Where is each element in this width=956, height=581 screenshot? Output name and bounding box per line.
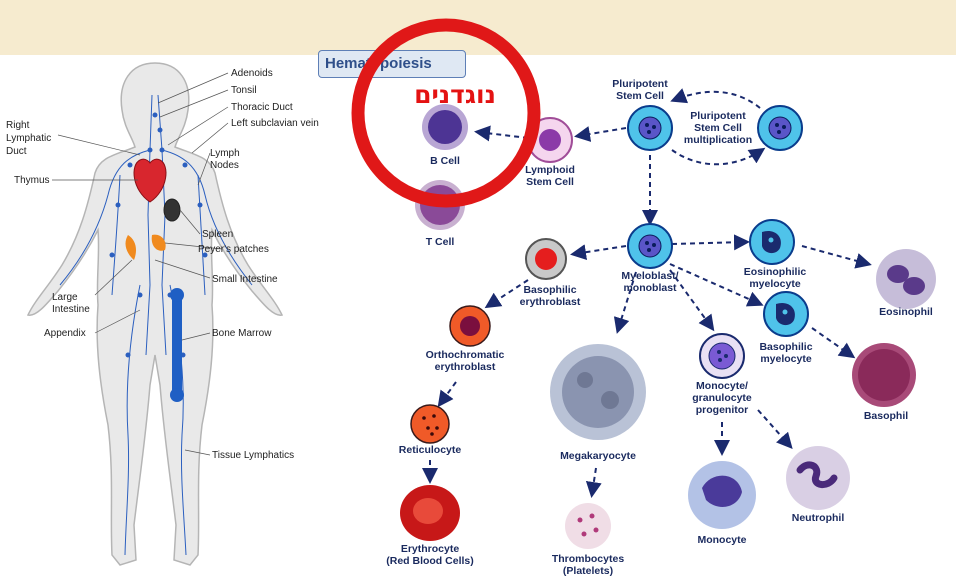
label-basophilic-myelocyte: Basophilic myelocyte: [759, 341, 813, 365]
arrow-to-megakaryocyte: [613, 271, 637, 334]
highlight-ring: [351, 18, 541, 208]
monocyte-cell: [688, 461, 756, 529]
intestine-shape-left: [125, 235, 136, 260]
body-silhouette: [26, 62, 284, 566]
reticulocyte-cell: [410, 404, 450, 444]
label-lymph-nodes: Lymph Nodes: [210, 148, 240, 171]
label-basophil: Basophil: [863, 410, 909, 422]
label-megakaryocyte: Megakaryocyte: [560, 450, 636, 462]
label-orthochromatic-erythroblast: Orthochromatic erythroblast: [425, 349, 505, 373]
label-tissue-lymphatics: Tissue Lymphatics: [212, 450, 295, 461]
label-large-intestine: Large Intestine: [52, 292, 90, 315]
label-bone-marrow: Bone Marrow: [212, 328, 272, 339]
intestine-shape-right: [151, 234, 166, 251]
label-appendix: Appendix: [44, 328, 86, 339]
label-lymphoid-stem-cell: Lymphoid Stem Cell: [525, 164, 575, 188]
label-neutrophil: Neutrophil: [791, 512, 845, 524]
arrow-to-reticulocyte: [437, 381, 457, 408]
progenitor-cell: [699, 333, 745, 379]
pluripotent-multiplication-cell: [757, 105, 803, 151]
arrow-to-basophil: [811, 327, 856, 359]
label-b-cell: B Cell: [430, 155, 460, 167]
megakaryocyte-cell: [550, 344, 646, 440]
basophilic-erythroblast-cell: [525, 238, 567, 280]
erythrocyte-cell: [400, 485, 460, 541]
bone-marrow-shape: [172, 295, 182, 395]
arrow-to-orthochromatic: [484, 279, 529, 309]
eosinophil-cell: [876, 249, 936, 309]
orthochromatic-erythroblast-cell: [449, 305, 491, 347]
label-small-intestine: Small Intestine: [212, 274, 278, 285]
label-reticulocyte: Reticulocyte: [398, 444, 462, 456]
arrow-myeloblast-to-basophilic-erythroblast: [570, 244, 627, 261]
arrow-to-eosinophilic-myelocyte: [671, 234, 750, 251]
label-eosinophil: Eosinophil: [879, 306, 933, 318]
thrombocytes-cell: [565, 503, 611, 549]
basophil-cell: [852, 343, 916, 407]
label-adenoids: Adenoids: [231, 68, 273, 79]
label-myeloblast: Myeloblast/ monoblast: [621, 270, 679, 294]
arrow-lymphoid-to-bcell: [474, 125, 529, 142]
label-pluripotent-stem-cell: Pluripotent Stem Cell: [612, 78, 668, 102]
label-left-subclavian-vein: Left subclavian vein: [231, 118, 319, 129]
leader-lines: [52, 72, 229, 456]
arrow-to-basophilic-myelocyte: [669, 263, 764, 307]
label-spleen: Spleen: [202, 229, 234, 240]
pluripotent-stem-cell: [627, 105, 673, 151]
arrow-to-progenitor: [669, 269, 715, 332]
differentiation-arrows: [422, 88, 872, 498]
label-peyers-patches: Peyer's patches: [198, 244, 269, 255]
label-erythrocyte: Erythrocyte (Red Blood Cells): [386, 543, 474, 567]
label-t-cell: T Cell: [425, 236, 455, 248]
arrow-to-eosinophil: [801, 245, 872, 269]
label-pluripotent-multiplication: Pluripotent Stem Cell multiplication: [683, 110, 753, 146]
label-monocyte: Monocyte: [697, 534, 747, 546]
label-thymus: Thymus: [14, 175, 50, 186]
arrow-to-neutrophil: [757, 409, 793, 449]
arrow-to-thrombocytes: [585, 467, 602, 498]
label-thoracic-duct: Thoracic Duct: [231, 102, 293, 113]
basophilic-myelocyte-cell: [763, 291, 809, 337]
label-basophilic-erythroblast: Basophilic erythroblast: [519, 284, 581, 308]
label-eosinophilic-myelocyte: Eosinophilic myelocyte: [743, 266, 807, 290]
myeloblast-cell: [627, 223, 673, 269]
heart-shape: [133, 158, 167, 203]
neutrophil-cell: [786, 446, 850, 510]
label-thrombocytes: Thrombocytes (Platelets): [551, 553, 625, 577]
b-cell: [422, 104, 468, 150]
eosinophilic-myelocyte-cell: [749, 219, 795, 265]
arrow-pluripotent-to-lymphoid: [574, 126, 627, 142]
arrow-multiplication-bottom: [671, 147, 766, 166]
label-right-lymphatic-duct: Right Lymphatic Duct: [6, 120, 52, 157]
label-progenitor: Monocyte/ granulocyte progenitor: [692, 380, 752, 416]
label-tonsil: Tonsil: [231, 85, 257, 96]
hebrew-annotation: נוגדנים: [414, 80, 496, 109]
arrow-multiplication-top: [670, 88, 761, 109]
lymphatic-body-figure: [26, 62, 284, 566]
